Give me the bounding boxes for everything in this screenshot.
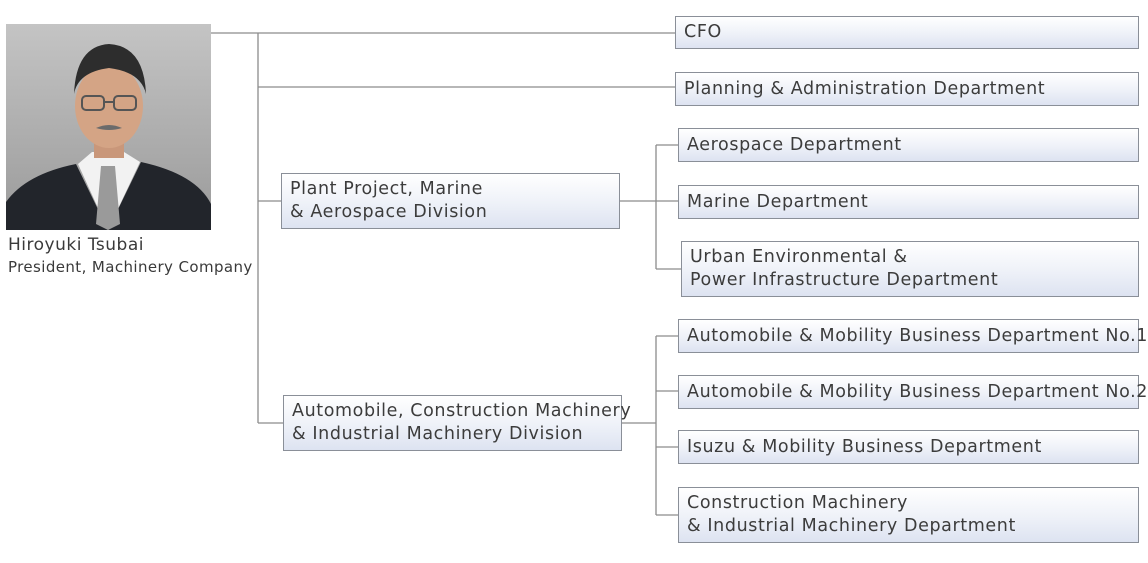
construction-industrial-machinery-department-box: Construction Machinery & Industrial Mach… [678,487,1139,543]
department-label-line1: Urban Environmental & [690,247,908,267]
department-label-line1: Construction Machinery [687,493,908,513]
planning-department-box: Planning & Administration Department [675,72,1139,106]
isuzu-mobility-department-box: Isuzu & Mobility Business Department [678,430,1139,464]
division-label-line1: Automobile, Construction Machinery [292,401,632,421]
president-photo [6,24,211,230]
department-label: Automobile & Mobility Business Departmen… [687,381,1148,402]
planning-department-label: Planning & Administration Department [684,78,1046,99]
department-label: Aerospace Department [687,134,902,155]
urban-environmental-power-infrastructure-department-box: Urban Environmental & Power Infrastructu… [681,241,1139,297]
aerospace-department-box: Aerospace Department [678,128,1139,162]
division-label-line2: & Aerospace Division [290,202,488,222]
plant-marine-aerospace-division-box: Plant Project, Marine & Aerospace Divisi… [281,173,620,229]
department-label: Isuzu & Mobility Business Department [687,436,1042,457]
division-label-line1: Plant Project, Marine [290,179,483,199]
president-name: Hiroyuki Tsubai [8,235,144,255]
department-label-line2: Power Infrastructure Department [690,270,999,290]
automobile-construction-industrial-division-box: Automobile, Construction Machinery & Ind… [283,395,632,451]
cfo-box: CFO [675,16,1139,49]
department-label: Automobile & Mobility Business Departmen… [687,325,1148,346]
division-label-line2: & Industrial Machinery Division [292,424,584,444]
department-label: Marine Department [687,191,869,212]
automobile-mobility-department-no1-box: Automobile & Mobility Business Departmen… [678,319,1148,353]
marine-department-box: Marine Department [678,185,1139,219]
department-label-line2: & Industrial Machinery Department [687,516,1016,536]
president-title: President, Machinery Company [8,258,253,276]
automobile-mobility-department-no2-box: Automobile & Mobility Business Departmen… [678,375,1148,409]
cfo-label: CFO [684,22,722,42]
